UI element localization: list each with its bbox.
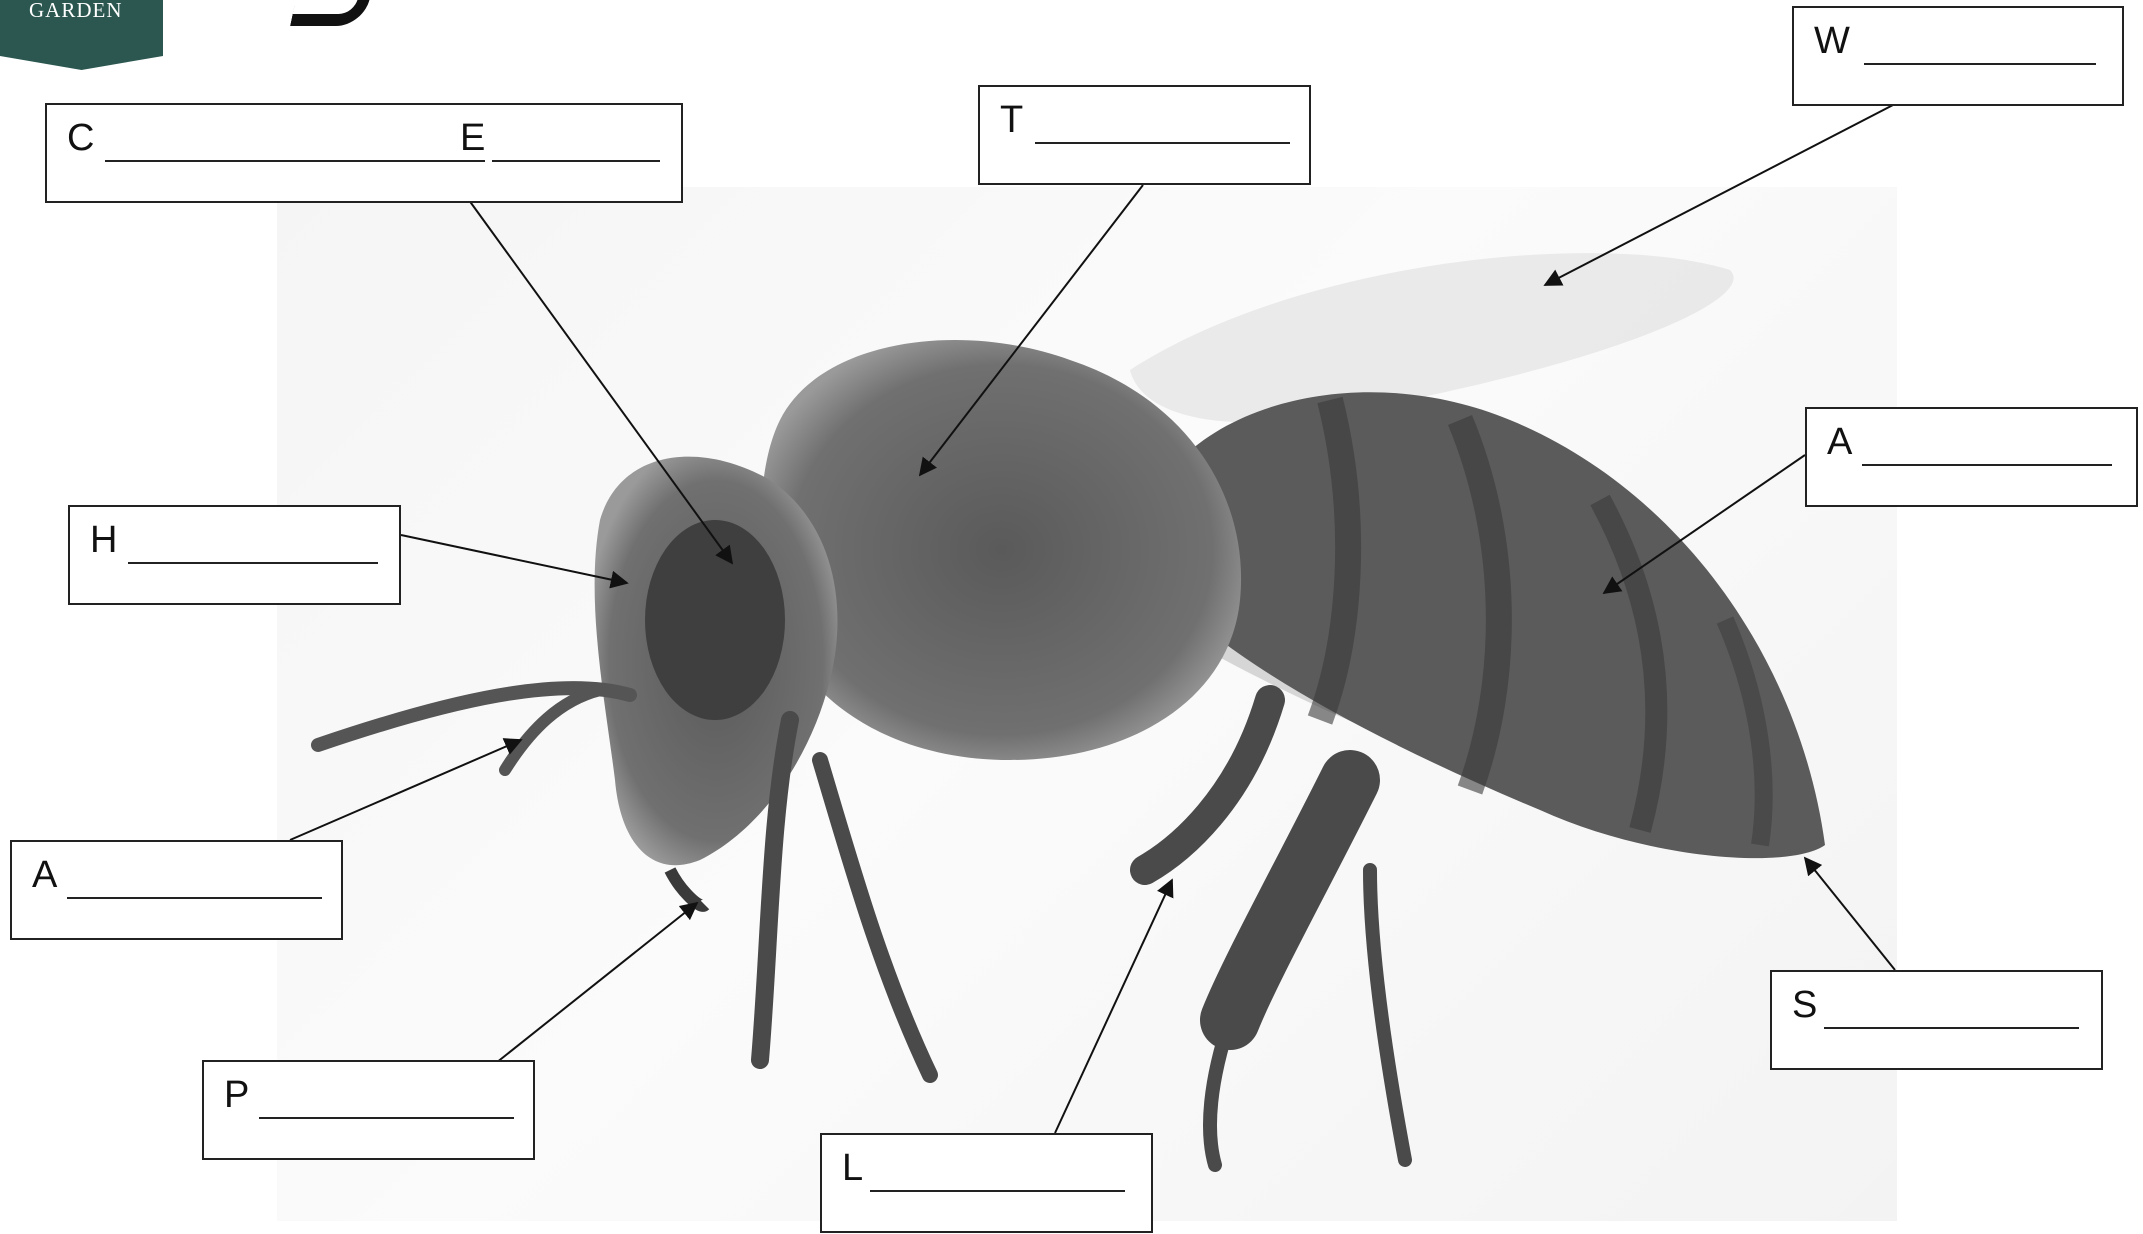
- label-wings: W: [1814, 22, 1850, 60]
- blank-proboscis[interactable]: [259, 1117, 514, 1119]
- label-head: H: [90, 521, 117, 559]
- proboscis: [670, 870, 705, 906]
- label-stinger: S: [1792, 986, 1817, 1024]
- label-box-legs: L: [820, 1133, 1153, 1233]
- blank-eye[interactable]: [492, 160, 660, 162]
- compound-eye: [645, 520, 785, 720]
- label-box-thorax: T: [978, 85, 1311, 185]
- label-box-antenna: A: [10, 840, 343, 940]
- head: [595, 457, 838, 906]
- label-box-head: H: [68, 505, 401, 605]
- antennae: [318, 688, 630, 770]
- label-abdomen: A: [1827, 423, 1852, 461]
- label-box-wings: W: [1792, 6, 2124, 106]
- label-legs: L: [842, 1149, 863, 1187]
- legs: [760, 700, 1405, 1165]
- pointer-proboscis: [496, 903, 697, 1063]
- blank-antenna[interactable]: [67, 897, 322, 899]
- abdomen: [1164, 392, 1825, 858]
- blank-legs[interactable]: [870, 1190, 1125, 1192]
- label-box-abdomen: A: [1805, 407, 2138, 507]
- pointer-antenna: [290, 740, 521, 840]
- label-thorax: T: [1000, 101, 1023, 139]
- label-box-proboscis: P: [202, 1060, 535, 1160]
- label-compound-eye: C: [67, 119, 94, 157]
- label-proboscis: P: [224, 1076, 249, 1114]
- label-antenna: A: [32, 856, 57, 894]
- blank-abdomen[interactable]: [1862, 464, 2112, 466]
- pointer-legs: [1055, 880, 1172, 1133]
- label-box-stinger: S: [1770, 970, 2103, 1070]
- blank-head[interactable]: [128, 562, 378, 564]
- pointer-compound-eye: [458, 185, 732, 563]
- label-eye: E: [460, 119, 485, 157]
- label-box-compound-eye: C E: [45, 103, 683, 203]
- blank-wings[interactable]: [1864, 63, 2096, 65]
- pointer-stinger: [1805, 858, 1895, 970]
- blank-thorax[interactable]: [1035, 142, 1290, 144]
- pointer-head: [401, 535, 627, 583]
- pointer-wings: [1545, 105, 1893, 285]
- blank-compound-eye[interactable]: [105, 160, 485, 162]
- blank-stinger[interactable]: [1824, 1027, 2079, 1029]
